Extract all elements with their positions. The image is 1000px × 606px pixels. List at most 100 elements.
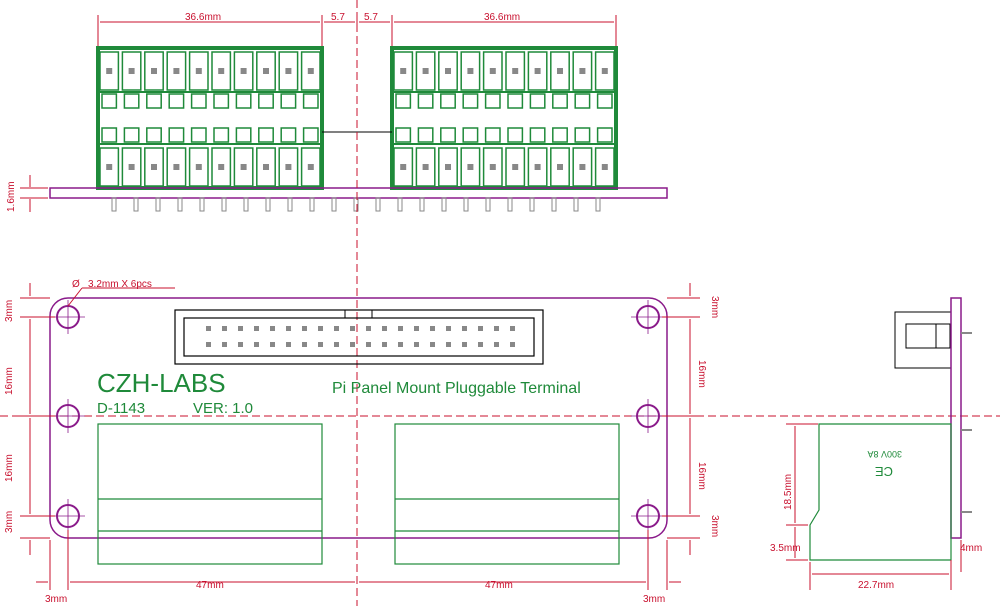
header-pin	[382, 326, 387, 331]
terminal-cell	[460, 147, 481, 187]
pin	[177, 197, 183, 212]
terminal-cell	[505, 147, 526, 187]
terminal-cell	[393, 51, 414, 91]
dim-right-upper-label: 16mm	[696, 360, 707, 388]
dim-thickness-label: 1.6mm	[6, 181, 17, 212]
terminal-cell	[505, 51, 526, 91]
dim-width-right-label: 47mm	[485, 580, 513, 591]
header-pin	[462, 326, 467, 331]
header-pin	[350, 326, 355, 331]
header-pin	[462, 342, 467, 347]
terminal-cell	[300, 51, 321, 91]
terminal-cell	[300, 147, 321, 187]
terminal-side-profile	[809, 423, 952, 561]
dim-height-label: 18.5mm	[783, 474, 794, 510]
header-pin	[238, 326, 243, 331]
header-pin	[414, 342, 419, 347]
dim-depth-label: 22.7mm	[858, 580, 894, 591]
terminal-cell	[121, 147, 142, 187]
hole-callout: Ø 3.2mm X 6pcs	[67, 279, 175, 307]
header-pin	[494, 342, 499, 347]
dim-top-left-label: 3mm	[4, 300, 15, 322]
terminal-cell	[438, 147, 458, 187]
header-pin	[286, 342, 291, 347]
pin	[529, 197, 535, 212]
terminal-cell	[278, 51, 299, 91]
header-pin	[318, 342, 323, 347]
pin	[551, 197, 557, 212]
header-pin	[286, 326, 291, 331]
terminal-cell	[572, 51, 593, 91]
header-pin	[430, 342, 435, 347]
diameter-symbol: Ø	[72, 279, 80, 290]
dim-offset-label: 3.5mm	[770, 543, 801, 554]
header-pin	[334, 342, 339, 347]
pin	[309, 197, 315, 212]
header-pin	[254, 342, 259, 347]
part-number-label: D-1143	[97, 400, 145, 417]
header-pin	[270, 326, 275, 331]
pin	[595, 197, 601, 212]
ce-mark-label: CE	[875, 464, 893, 479]
dim-right-lower-label: 16mm	[696, 462, 707, 490]
terminal-cell	[211, 147, 232, 187]
terminal-cell	[144, 51, 164, 91]
pin	[397, 197, 403, 212]
terminal-cell	[99, 51, 120, 91]
header-pin	[398, 326, 403, 331]
header-pin	[270, 342, 275, 347]
terminal-cell	[278, 147, 299, 187]
left-vertical-dimensions: 3mm 16mm 16mm 3mm	[4, 283, 55, 555]
dim-width-left-label: 47mm	[196, 580, 224, 591]
header-pin	[478, 326, 483, 331]
header-pin	[302, 342, 307, 347]
side-view: CE 300V 8A 18.5mm 3.5mm 22.7mm 4mm	[770, 297, 982, 591]
front-view: Ø 3.2mm X 6pcs CZH-LABS D-1143 VER: 1.0 …	[4, 279, 720, 605]
terminal-cell	[121, 51, 142, 91]
bottom-horizontal-dimensions: 3mm 47mm 47mm 3mm	[36, 530, 681, 605]
terminal-block-left	[96, 46, 324, 190]
terminal-cell	[482, 147, 503, 187]
terminal-cell	[482, 51, 503, 91]
header-pin	[206, 342, 211, 347]
header-pin	[414, 326, 419, 331]
dim-left-width-label: 36.6mm	[185, 12, 221, 23]
terminal-cell	[166, 147, 187, 187]
header-pin	[254, 326, 259, 331]
terminal-cell	[211, 51, 232, 91]
terminal-cell	[572, 147, 593, 187]
pcb-outline	[49, 297, 668, 539]
terminal-cell	[594, 147, 615, 187]
header-pin	[222, 326, 227, 331]
terminal-cell	[460, 51, 481, 91]
pin	[353, 197, 359, 212]
header-pin	[510, 342, 515, 347]
terminal-cell	[233, 51, 254, 91]
dim-bottom-left-v-label: 3mm	[4, 511, 15, 533]
pin	[507, 197, 513, 212]
header-pin	[382, 342, 387, 347]
dim-left-lower-label: 16mm	[4, 454, 15, 482]
terminal-cell	[550, 51, 570, 91]
dim-bottom-left-h-label: 3mm	[45, 594, 67, 605]
pcb-edge-side	[950, 297, 962, 539]
header-pin	[510, 326, 515, 331]
pin	[375, 197, 381, 212]
version-label: VER: 1.0	[193, 400, 253, 417]
header-pins	[111, 197, 601, 212]
header-pin	[238, 342, 243, 347]
pin	[265, 197, 271, 212]
pin	[463, 197, 469, 212]
top-view: 36.6mm 5.7 5.7 36.6mm 1.6mm	[6, 12, 668, 212]
terminal-cell	[393, 147, 414, 187]
dim-right-width-label: 36.6mm	[484, 12, 520, 23]
terminal-cell	[415, 147, 436, 187]
terminal-cell	[166, 51, 187, 91]
pin	[111, 197, 117, 212]
hole-note-label: 3.2mm X 6pcs	[88, 279, 152, 290]
terminal-cell	[256, 51, 276, 91]
terminal-block-right	[390, 46, 618, 190]
pin	[133, 197, 139, 212]
header-pin	[366, 326, 371, 331]
pin	[573, 197, 579, 212]
